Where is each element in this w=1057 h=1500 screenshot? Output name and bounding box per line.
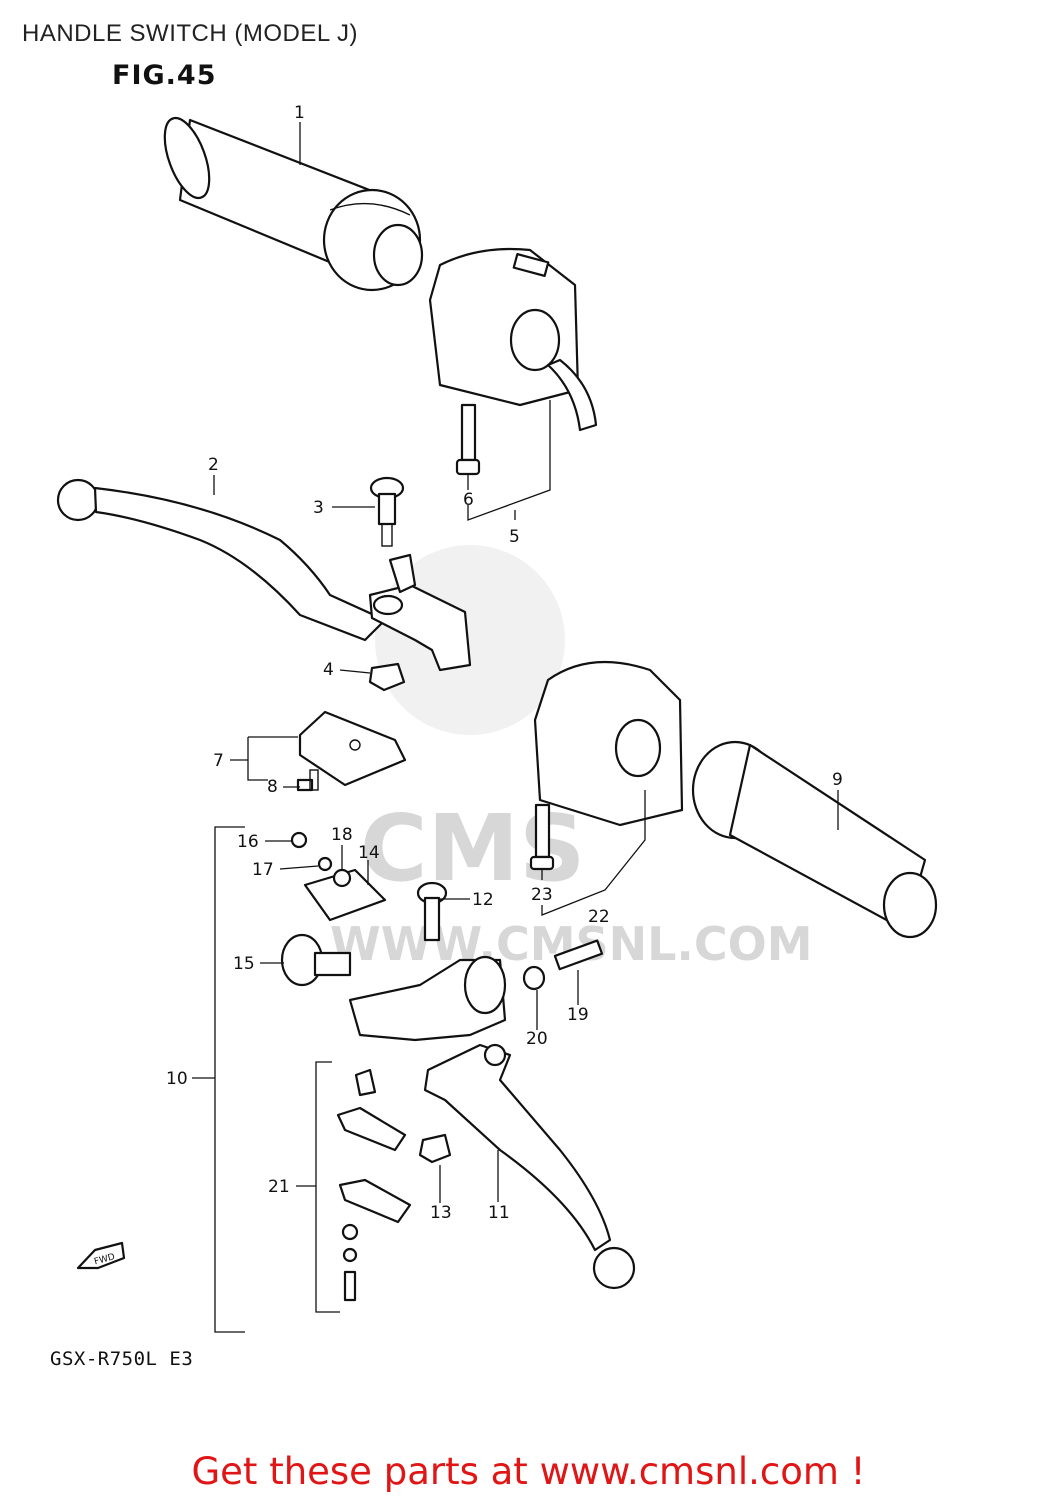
part-6-screw[interactable] <box>455 403 481 476</box>
callouts: 1 2 3 4 5 6 7 8 9 10 11 12 13 14 15 16 1… <box>166 103 843 1223</box>
callout-9: 9 <box>832 770 843 790</box>
callout-19: 19 <box>567 1005 589 1025</box>
callout-2: 2 <box>208 455 219 475</box>
callout-16: 16 <box>237 832 259 852</box>
part-12-pivot-bolt[interactable] <box>416 881 448 942</box>
part-4-nut[interactable] <box>368 662 406 692</box>
callout-11: 11 <box>488 1203 510 1223</box>
get-parts-link[interactable]: Get these parts at www.cmsnl.com ! <box>191 1450 866 1493</box>
part-23-screw[interactable] <box>529 803 555 871</box>
part-1-left-grip[interactable] <box>156 112 424 292</box>
callout-6: 6 <box>463 490 474 510</box>
callout-12: 12 <box>472 890 494 910</box>
part-19-bolt[interactable] <box>553 939 604 971</box>
callout-21: 21 <box>268 1177 290 1197</box>
part-16-screw[interactable] <box>290 831 308 849</box>
callout-23: 23 <box>531 885 553 905</box>
group-brackets <box>192 400 646 1333</box>
callout-14: 14 <box>358 843 380 863</box>
model-code: GSX-R750L E3 <box>50 1348 194 1370</box>
part-17-washer[interactable] <box>317 856 333 872</box>
part-11-lever[interactable] <box>423 1043 636 1290</box>
callout-3: 3 <box>313 498 324 518</box>
part-18-collar[interactable] <box>332 868 352 888</box>
part-5-left-switch-housing[interactable] <box>428 247 598 432</box>
callout-22: 22 <box>588 907 610 927</box>
callout-18: 18 <box>331 825 353 845</box>
part-3-pivot-bolt[interactable] <box>369 476 405 547</box>
callout-7: 7 <box>213 751 224 771</box>
callout-17: 17 <box>252 860 274 880</box>
part-20-washer[interactable] <box>522 965 546 991</box>
callout-20: 20 <box>526 1029 548 1049</box>
part-2-lever[interactable] <box>56 478 387 642</box>
clutch-perch[interactable] <box>348 955 507 1042</box>
callout-8: 8 <box>267 777 278 797</box>
lever-bracket[interactable] <box>368 553 472 672</box>
part-13-nut[interactable] <box>418 1133 452 1164</box>
part-9-right-grip[interactable] <box>691 740 938 939</box>
part-21-switch-kit[interactable] <box>336 1068 412 1302</box>
part-8-screw[interactable] <box>296 769 319 792</box>
fwd-arrow-icon: FWD <box>76 1241 126 1270</box>
part-7-lever-switch[interactable] <box>298 710 407 787</box>
callout-1: 1 <box>294 103 305 123</box>
figure-label: FIG.45 <box>112 60 217 91</box>
callout-13: 13 <box>430 1203 452 1223</box>
callout-15: 15 <box>233 954 255 974</box>
callout-5: 5 <box>509 527 520 547</box>
leader-lines <box>213 122 839 1203</box>
callout-4: 4 <box>323 660 334 680</box>
page-title: HANDLE SWITCH (MODEL J) <box>22 20 358 47</box>
callout-10: 10 <box>166 1069 188 1089</box>
part-22-right-switch-housing[interactable] <box>533 660 684 827</box>
part-15-adjuster[interactable] <box>280 933 352 987</box>
